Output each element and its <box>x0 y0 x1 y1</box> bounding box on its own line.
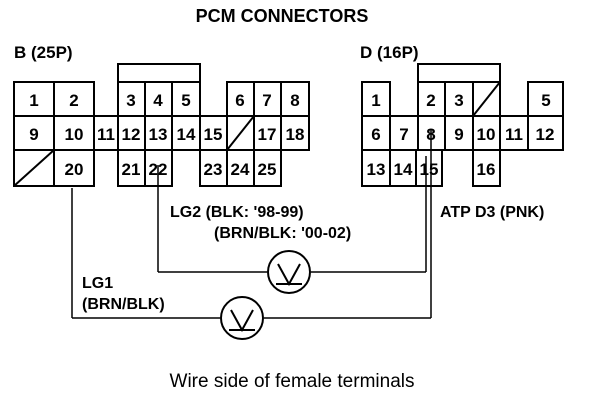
terminal-d13: 13 <box>367 160 386 179</box>
terminal-b9: 9 <box>29 125 38 144</box>
terminal-b14: 14 <box>177 125 196 144</box>
terminal-b20: 20 <box>65 160 84 179</box>
diagram-title: PCM CONNECTORS <box>196 6 369 26</box>
terminal-b18: 18 <box>286 125 305 144</box>
terminal-b7: 7 <box>262 91 271 110</box>
terminal-d12: 12 <box>536 125 555 144</box>
terminal-b3: 3 <box>126 91 135 110</box>
terminal-d16: 16 <box>477 160 496 179</box>
terminal-d15: 15 <box>420 160 439 179</box>
terminal-b15: 15 <box>204 125 223 144</box>
terminal-b25: 25 <box>258 160 277 179</box>
terminal-b5: 5 <box>181 91 190 110</box>
terminal-d7: 7 <box>399 125 408 144</box>
terminal-d3: 3 <box>454 91 463 110</box>
terminal-b6: 6 <box>235 91 244 110</box>
connector-b-label: B (25P) <box>14 43 73 62</box>
terminal-d1: 1 <box>371 91 380 110</box>
lg2-label: LG2 (BLK: '98-99) <box>170 204 304 221</box>
terminal-b21: 21 <box>122 160 141 179</box>
terminal-b2: 2 <box>69 91 78 110</box>
connector-b-terminals: 1 2 3 4 5 6 7 8 9 10 11 12 13 14 15 17 1… <box>29 91 304 179</box>
lg2-note: (BRN/BLK: '00-02) <box>214 225 351 242</box>
terminal-b4: 4 <box>153 91 163 110</box>
lg1-label: LG1 <box>82 275 113 292</box>
lg1-note: (BRN/BLK) <box>82 296 165 313</box>
atp-label: ATP D3 (PNK) <box>440 204 544 221</box>
connector-d-label: D (16P) <box>360 43 419 62</box>
caption: Wire side of female terminals <box>170 371 415 392</box>
voltmeter-icon <box>267 250 311 294</box>
terminal-b13: 13 <box>149 125 168 144</box>
voltmeter-icon <box>220 296 264 340</box>
terminal-d6: 6 <box>371 125 380 144</box>
terminal-d5: 5 <box>541 91 550 110</box>
terminal-b12: 12 <box>122 125 141 144</box>
terminal-b1: 1 <box>29 91 38 110</box>
wiring <box>71 130 432 319</box>
terminal-d9: 9 <box>454 125 463 144</box>
terminal-d2: 2 <box>426 91 435 110</box>
terminal-d11: 11 <box>505 125 523 144</box>
terminal-b10: 10 <box>65 125 84 144</box>
terminal-b23: 23 <box>204 160 223 179</box>
terminal-b11: 11 <box>97 125 115 144</box>
connector-b <box>13 63 310 187</box>
terminal-d10: 10 <box>477 125 496 144</box>
terminal-b8: 8 <box>290 91 299 110</box>
terminal-d14: 14 <box>394 160 413 179</box>
connector-d <box>361 63 564 187</box>
terminal-b17: 17 <box>258 125 277 144</box>
connector-d-terminals: 1 2 3 5 6 7 8 9 10 11 12 13 14 15 16 <box>367 91 555 179</box>
terminal-b24: 24 <box>231 160 250 179</box>
